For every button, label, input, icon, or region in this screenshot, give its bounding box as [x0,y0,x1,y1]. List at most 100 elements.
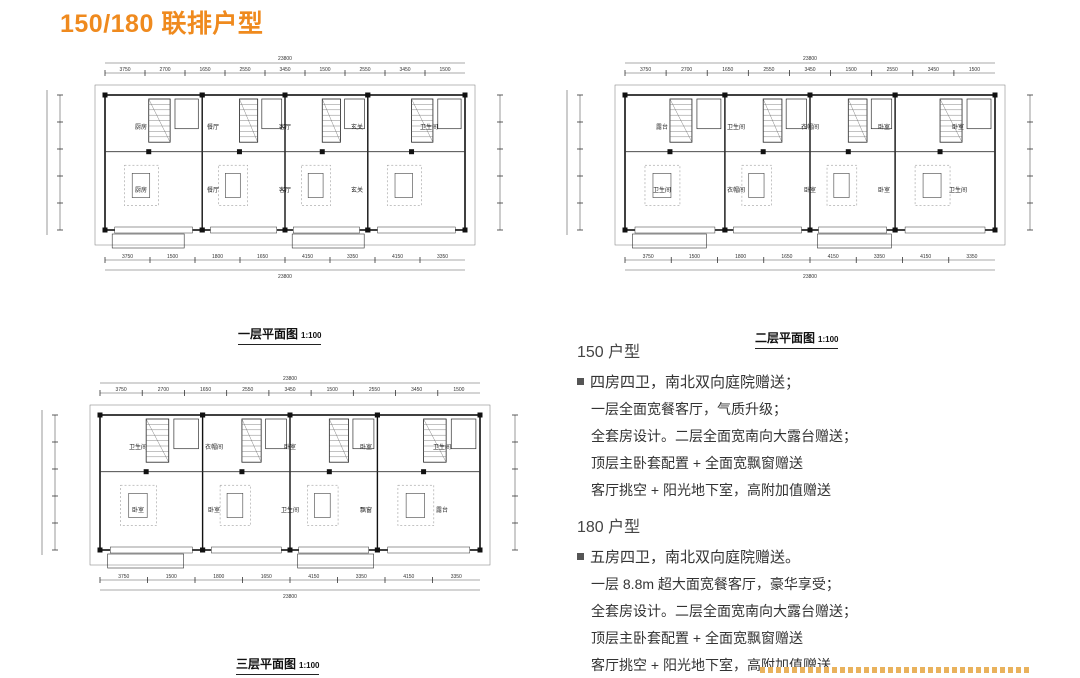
room-label: 厨房 [135,186,147,194]
room-label: 飘窗 [360,506,372,514]
dimension-label: 4150 [828,254,839,260]
room-label: 露台 [656,123,668,131]
dimension-label: 2550 [359,67,370,73]
dimension-total: 23800 [283,376,297,382]
dimension-label: 1500 [319,67,330,73]
dimension-label: 3450 [284,387,295,393]
dimension-label: 3450 [804,67,815,73]
feature-line: 一层 8.8m 超大面宽餐客厅，豪华享受； [591,575,840,592]
dimension-total: 23800 [803,274,817,280]
room-label: 客厅 [279,186,291,194]
room-label: 卧室 [878,123,890,131]
room-label: 卫生间 [727,123,745,131]
headline-text: 五房四卫，南北双向庭院赠送。 [590,549,801,566]
dimension-label: 3450 [279,67,290,73]
dimension-label: 1500 [327,387,338,393]
unit-description: 150 户型 四房四卫，南北双向庭院赠送； 一层全面宽餐客厅，气质升级； 全套房… [577,338,1057,678]
dimension-label: 3750 [116,387,127,393]
page-title: 150/180 联排户型 [60,10,264,38]
dimension-label: 3350 [347,254,358,260]
dimension-label: 1650 [722,67,733,73]
dimension-label: 2550 [242,387,253,393]
dimension-label: 1800 [212,254,223,260]
room-label: 衣帽间 [727,186,745,194]
dimension-label: 3750 [118,574,129,580]
room-label: 衣帽间 [205,443,223,451]
headline-text: 四房四卫，南北双向庭院赠送； [590,374,801,391]
room-label: 玄关 [351,123,363,131]
first-floor-plan: 23800 3750 2700 1650 2550 3450 1500 2550 3450 150… [25,45,525,300]
dimension-label: 2700 [159,67,170,73]
room-label: 餐厅 [207,186,219,194]
dimension-label: 1500 [453,387,464,393]
dimension-label: 2550 [239,67,250,73]
feature-line: 顶层主卧套配置 + 全面宽飘窗赠送 [591,454,803,471]
feature-line: 客厅挑空 + 阳光地下室，高附加值赠送 [591,656,831,673]
room-label: 卧室 [132,506,144,514]
dimension-label: 1500 [689,254,700,260]
dimension-label: 4150 [302,254,313,260]
dimension-label: 3750 [643,254,654,260]
room-label: 卧室 [878,186,890,194]
dimension-label: 4150 [392,254,403,260]
dimension-label: 1500 [166,574,177,580]
feature-line: 全套房设计。二层全面宽南向大露台赠送； [591,427,857,444]
dimension-label: 3350 [437,254,448,260]
bullet-square-icon [577,378,584,385]
dimension-label: 1650 [781,254,792,260]
room-label: 卧室 [360,443,372,451]
dimension-label: 3450 [928,67,939,73]
dimension-label: 3450 [399,67,410,73]
plan-scale: 1:100 [299,661,320,670]
dimension-label: 3450 [411,387,422,393]
feature-line: 客厅挑空 + 阳光地下室，高附加值赠送 [591,481,831,498]
room-label: 客厅 [279,123,291,131]
unit-type-title: 180 户型 [577,519,641,536]
room-label: 厨房 [135,123,147,131]
dimension-label: 4150 [308,574,319,580]
dimension-label: 3350 [451,574,462,580]
room-label: 卫生间 [420,123,438,131]
room-label: 卫生间 [653,186,671,194]
dimension-total: 23800 [283,594,297,600]
dimension-label: 2550 [763,67,774,73]
dimension-label: 1500 [439,67,450,73]
feature-line: 全套房设计。二层全面宽南向大露台赠送； [591,602,857,619]
dimension-label: 1800 [213,574,224,580]
room-label: 卧室 [284,443,296,451]
dimension-label: 3350 [966,254,977,260]
dimension-label: 1650 [199,67,210,73]
room-label: 卧室 [208,506,220,514]
dimension-label: 3750 [119,67,130,73]
room-label: 卧室 [952,123,964,131]
unit-180-block: 180 户型 五房四卫，南北双向庭院赠送。 一层 8.8m 超大面宽餐客厅，豪华… [577,513,1057,678]
dimension-label: 4150 [403,574,414,580]
room-label: 餐厅 [207,123,219,131]
dimension-label: 1800 [735,254,746,260]
feature-line: 顶层主卧套配置 + 全面宽飘窗赠送 [591,629,803,646]
dimension-label: 1650 [257,254,268,260]
plan-label-text: 三层平面图 [236,657,297,671]
dimension-label: 3750 [640,67,651,73]
plan-scale: 1:100 [818,335,839,344]
room-label: 卫生间 [949,186,967,194]
dimension-label: 2700 [158,387,169,393]
unit-type-title: 150 户型 [577,344,641,361]
room-label: 卧室 [804,186,816,194]
room-label: 玄关 [351,186,363,194]
dimension-label: 1500 [167,254,178,260]
room-label: 卫生间 [281,506,299,514]
bullet-square-icon [577,553,584,560]
room-label: 卫生间 [129,443,147,451]
dimension-total: 23800 [278,56,292,62]
dimension-label: 1500 [846,67,857,73]
plan-scale: 1:100 [301,331,322,340]
dimension-label: 2550 [887,67,898,73]
footer-decoration [760,667,1030,673]
dimension-label: 1650 [200,387,211,393]
unit-150-block: 150 户型 四房四卫，南北双向庭院赠送； 一层全面宽餐客厅，气质升级； 全套房… [577,338,1057,503]
